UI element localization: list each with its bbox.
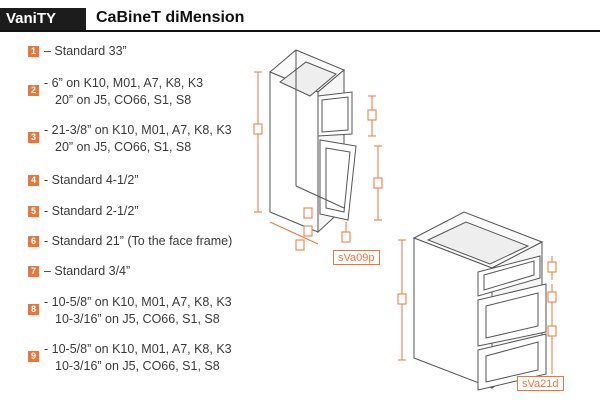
item-text-2: 20” on J5, CO66, S1, S8	[55, 140, 192, 154]
item-number: 9	[28, 351, 39, 362]
item-text: - 6” on K10, M01, A7, K8, K3	[44, 76, 204, 90]
item-text-2: 10-3/16” on J5, CO66, S1, S8	[55, 312, 220, 326]
item-number: 7	[28, 266, 39, 277]
item-number: 6	[28, 236, 39, 247]
item-text-2: 10-3/16” on J5, CO66, S1, S8	[55, 359, 220, 373]
header: VaniTY CaBineT diMension	[0, 0, 600, 30]
item-number: 5	[28, 206, 39, 217]
cabinet-label-b: sVa21d	[517, 376, 564, 391]
item-number: 2	[28, 85, 39, 96]
item-number: 3	[28, 132, 39, 143]
cabinet-b-drawing	[412, 211, 547, 391]
header-rule	[0, 30, 600, 32]
item-text-2: 20” on J5, CO66, S1, S8	[55, 93, 192, 107]
item-number: 8	[28, 304, 39, 315]
item-text: - Standard 2-1/2”	[44, 204, 139, 218]
section-tag: VaniTY	[0, 8, 86, 30]
item-number: 4	[28, 175, 39, 186]
item-text: - 21-3/8” on K10, M01, A7, K8, K3	[44, 123, 232, 137]
dimension-markers	[253, 109, 557, 337]
item-text: - 10-5/8” on K10, M01, A7, K8, K3	[44, 342, 232, 356]
item-text: - Standard 21” (To the face frame)	[44, 234, 233, 248]
cabinet-a-drawing	[269, 49, 357, 234]
item-text: – Standard 3/4”	[44, 264, 131, 278]
cabinet-label-a: sVa09p	[333, 250, 380, 265]
item-text: - Standard 4-1/2”	[44, 173, 139, 187]
item-text: – Standard 33”	[44, 44, 127, 58]
item-text: - 10-5/8” on K10, M01, A7, K8, K3	[44, 295, 232, 309]
page-title: CaBineT diMension	[96, 9, 245, 26]
item-number: 1	[28, 46, 39, 57]
